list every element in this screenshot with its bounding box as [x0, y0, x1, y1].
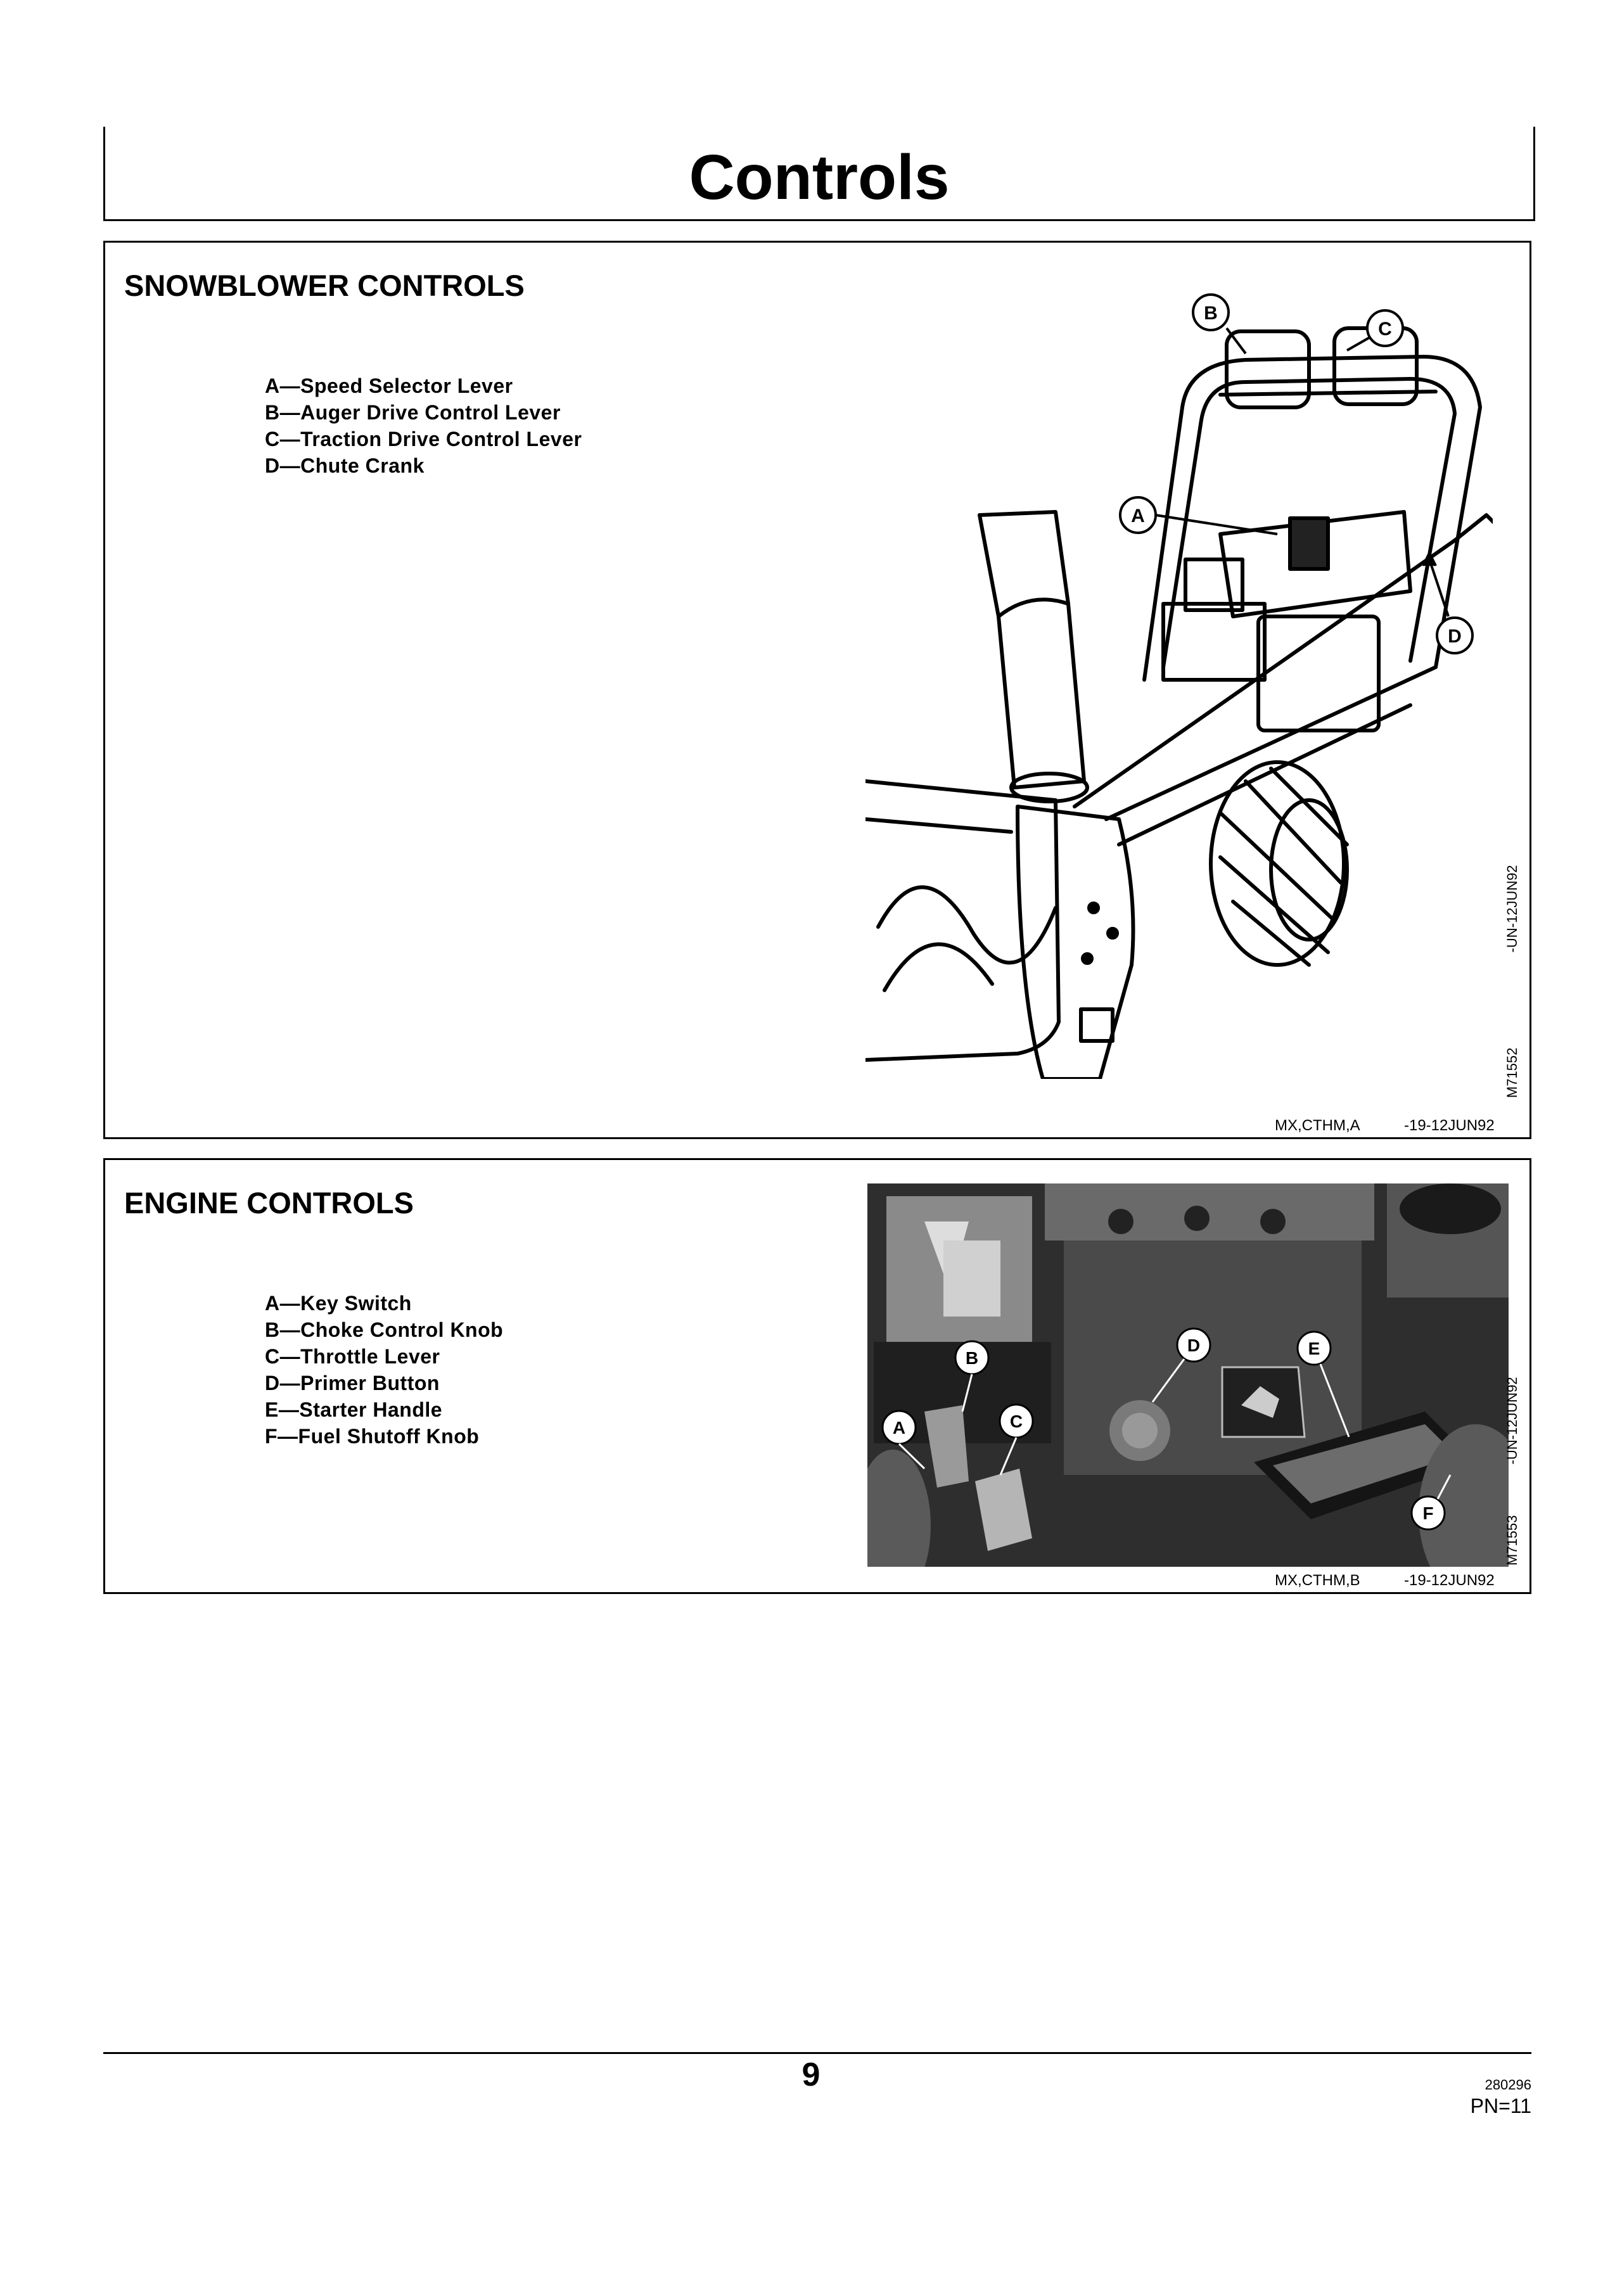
section-heading: SNOWBLOWER CONTROLS — [124, 269, 525, 302]
callout-label: A — [1131, 506, 1145, 526]
reference-code: MX,CTHM,B — [1275, 1572, 1360, 1589]
engine-controls-section: ENGINE CONTROLS A—Key Switch B—Choke Con… — [103, 1158, 1531, 1594]
legend-list: A—Speed Selector Lever B—Auger Drive Con… — [265, 373, 582, 479]
callout-label: B — [966, 1348, 978, 1368]
callout-label: E — [1308, 1339, 1320, 1358]
callout-label: D — [1187, 1336, 1200, 1355]
callout-label: A — [893, 1418, 905, 1438]
legend-item: C—Traction Drive Control Lever — [265, 428, 582, 450]
callout-label: C — [1378, 319, 1392, 340]
snowblower-controls-section: SNOWBLOWER CONTROLS A—Speed Selector Lev… — [103, 241, 1531, 1139]
title-box: Controls — [103, 127, 1535, 221]
reference-date: -19-12JUN92 — [1404, 1117, 1495, 1134]
legend-item: B—Auger Drive Control Lever — [265, 401, 561, 424]
figure-code-vertical: M71553 -UN-12JUN92 — [1504, 1377, 1521, 1566]
engine-photo: B A C D E F — [867, 1183, 1509, 1567]
legend-item: B—Choke Control Knob — [265, 1318, 504, 1341]
legend-item: A—Key Switch — [265, 1292, 412, 1315]
legend-list: A—Key Switch B—Choke Control Knob C—Thro… — [265, 1290, 503, 1450]
reference-code: MX,CTHM,A — [1275, 1117, 1360, 1134]
reference-date: -19-12JUN92 — [1404, 1572, 1495, 1589]
callout-label: B — [1204, 303, 1218, 324]
figure-code-vertical: M71552 -UN-12JUN92 — [1504, 865, 1521, 1098]
callout-label: C — [1010, 1412, 1023, 1431]
page-number: 9 — [801, 2057, 821, 2093]
document-code: 280296 — [1485, 2077, 1531, 2093]
legend-item: C—Throttle Lever — [265, 1345, 440, 1368]
figure-code: M71552 — [1504, 1047, 1520, 1098]
footer-rule — [103, 2052, 1531, 2054]
legend-item: E—Starter Handle — [265, 1398, 443, 1421]
figure-code: M71553 — [1504, 1515, 1520, 1566]
callout-label: F — [1422, 1503, 1433, 1523]
figure-code-suffix: -UN-12JUN92 — [1504, 865, 1520, 953]
legend-item: F—Fuel Shutoff Knob — [265, 1425, 480, 1448]
legend-item: D—Primer Button — [265, 1372, 440, 1394]
legend-item: A—Speed Selector Lever — [265, 374, 513, 397]
section-heading: ENGINE CONTROLS — [124, 1186, 414, 1220]
figure-code-suffix: -UN-12JUN92 — [1504, 1377, 1520, 1465]
pn-label: PN=11 — [1470, 2095, 1531, 2117]
legend-item: D—Chute Crank — [265, 454, 425, 477]
callout-label: D — [1448, 626, 1462, 647]
snowblower-illustration: B C A D — [865, 262, 1493, 1079]
page-title: Controls — [689, 142, 950, 213]
